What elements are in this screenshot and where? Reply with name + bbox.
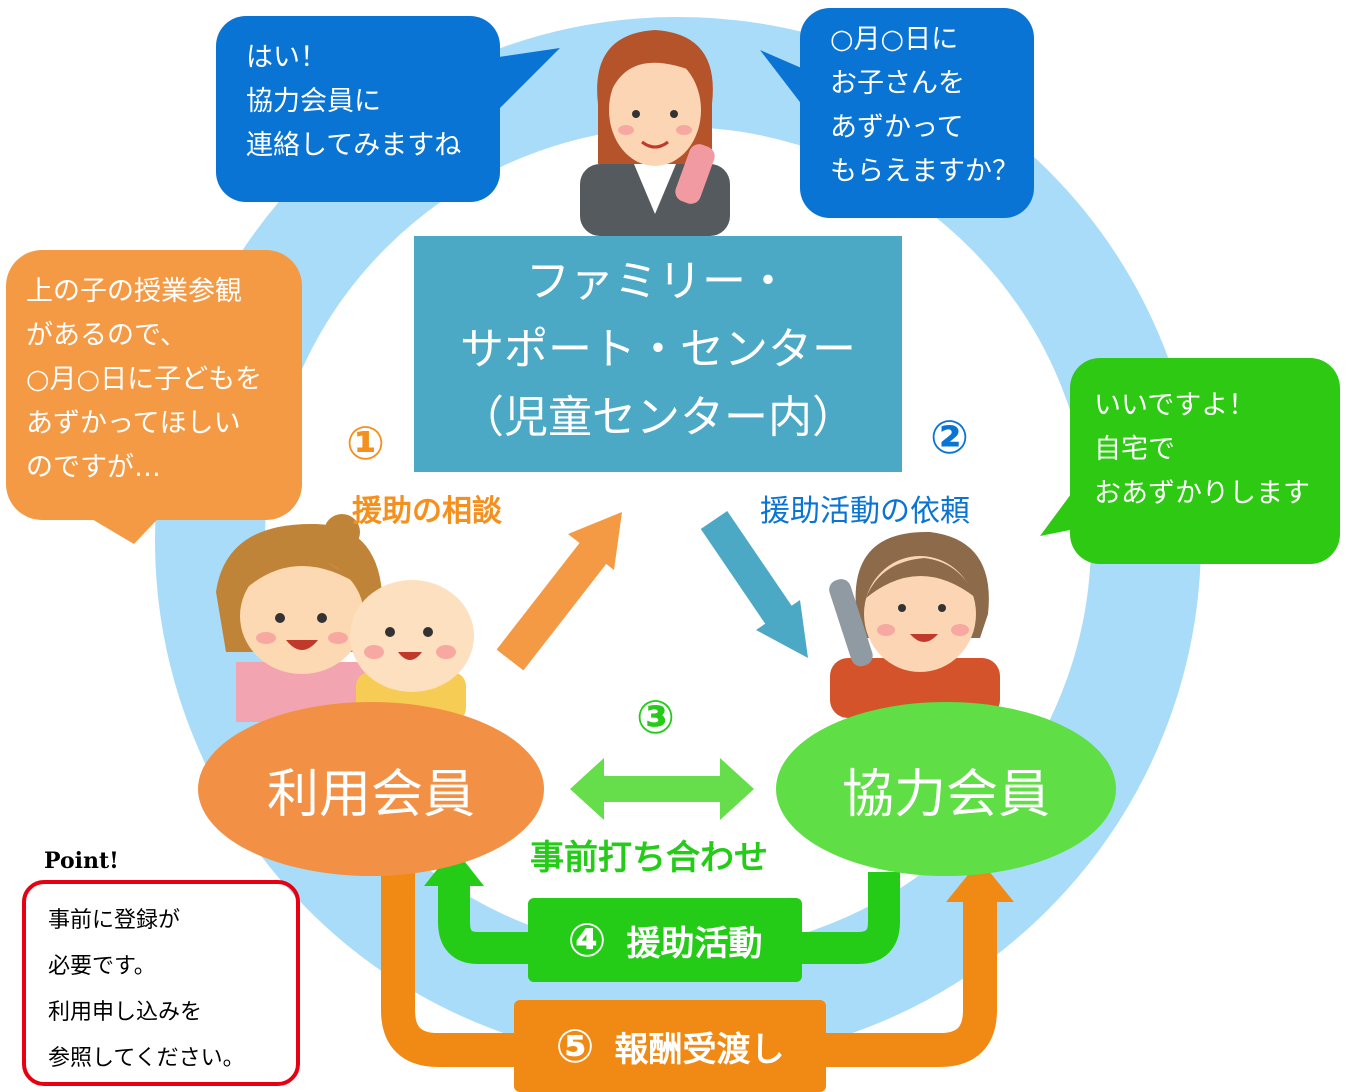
helper-member-label: 協力会員 <box>841 764 1050 825</box>
staff-reply-line: 連絡してみますね <box>246 130 462 161</box>
user-member-label: 利用会員 <box>266 764 475 825</box>
helper-member-ellipse: 協力会員 <box>776 702 1116 876</box>
arrow-icon <box>496 512 622 671</box>
user-request-line: あずかってほしい <box>26 408 241 439</box>
step2-number: ② <box>930 410 969 464</box>
family-support-center-box: ファミリー・ サポート・センター （児童センター内） <box>414 236 902 472</box>
step4-number: ④ <box>567 913 607 967</box>
user-member-ellipse: 利用会員 <box>198 702 544 876</box>
mother-baby-icon <box>216 514 474 722</box>
staff-request-line: ○月○日に <box>830 24 959 55</box>
helper-reply-line: おあずかりします <box>1094 478 1310 509</box>
staff-request-line: あずかって <box>830 112 964 143</box>
user-request-bubble: 上の子の授業参観 があるので、 ○月○日に子どもを あずかってほしい のですが… <box>6 250 302 520</box>
step2-label: 援助活動の依頼 <box>760 494 970 529</box>
arrow-icon <box>570 758 754 820</box>
point-line: 必要です。 <box>48 954 156 979</box>
staff-request-line: お子さんを <box>830 68 965 99</box>
step3-label: 事前打ち合わせ <box>530 838 768 878</box>
point-line: 利用申し込みを <box>48 1000 203 1025</box>
step4-label: 援助活動 <box>626 923 763 964</box>
staff-request-line: もらえますか？ <box>830 156 1019 187</box>
point-box: 事前に登録が 必要です。 利用申し込みを 参照してください。 <box>22 880 300 1086</box>
step1-number: ① <box>346 416 385 470</box>
point-line: 事前に登録が <box>48 908 181 933</box>
user-request-line: 上の子の授業参観 <box>26 276 242 307</box>
step5-number: ⑤ <box>555 1019 595 1073</box>
helper-reply-bubble: いいですよ！ 自宅で おあずかりします <box>1070 358 1340 564</box>
helper-reply-line: 自宅で <box>1094 434 1175 465</box>
center-line: （児童センター内） <box>460 392 856 443</box>
staff-request-tail <box>760 50 806 110</box>
user-request-line: があるので、 <box>26 320 187 351</box>
step1-label: 援助の相談 <box>352 494 502 529</box>
center-line: ファミリー・ <box>526 256 790 307</box>
staff-person-icon <box>580 30 730 236</box>
staff-reply-line: はい！ <box>246 42 327 73</box>
elderly-helper-icon <box>829 531 1000 718</box>
step5-label: 報酬受渡し <box>614 1029 785 1070</box>
center-line: サポート・センター <box>460 324 856 375</box>
staff-request-bubble: ○月○日に お子さんを あずかって もらえますか？ <box>800 8 1034 218</box>
user-request-line: のですが… <box>26 452 161 483</box>
staff-reply-bubble: はい！ 協力会員に 連絡してみますね <box>216 16 500 202</box>
arrow-icon <box>700 511 808 658</box>
staff-reply-line: 協力会員に <box>246 86 381 117</box>
step4-pill: ④ 援助活動 <box>528 898 802 982</box>
point-title: Point! <box>44 848 119 874</box>
step5-pill: ⑤ 報酬受渡し <box>514 1000 826 1092</box>
point-line: 参照してください。 <box>48 1046 245 1071</box>
user-request-line: ○月○日に子どもを <box>26 364 263 395</box>
helper-reply-line: いいですよ！ <box>1094 390 1256 421</box>
step3-number: ③ <box>636 690 675 744</box>
